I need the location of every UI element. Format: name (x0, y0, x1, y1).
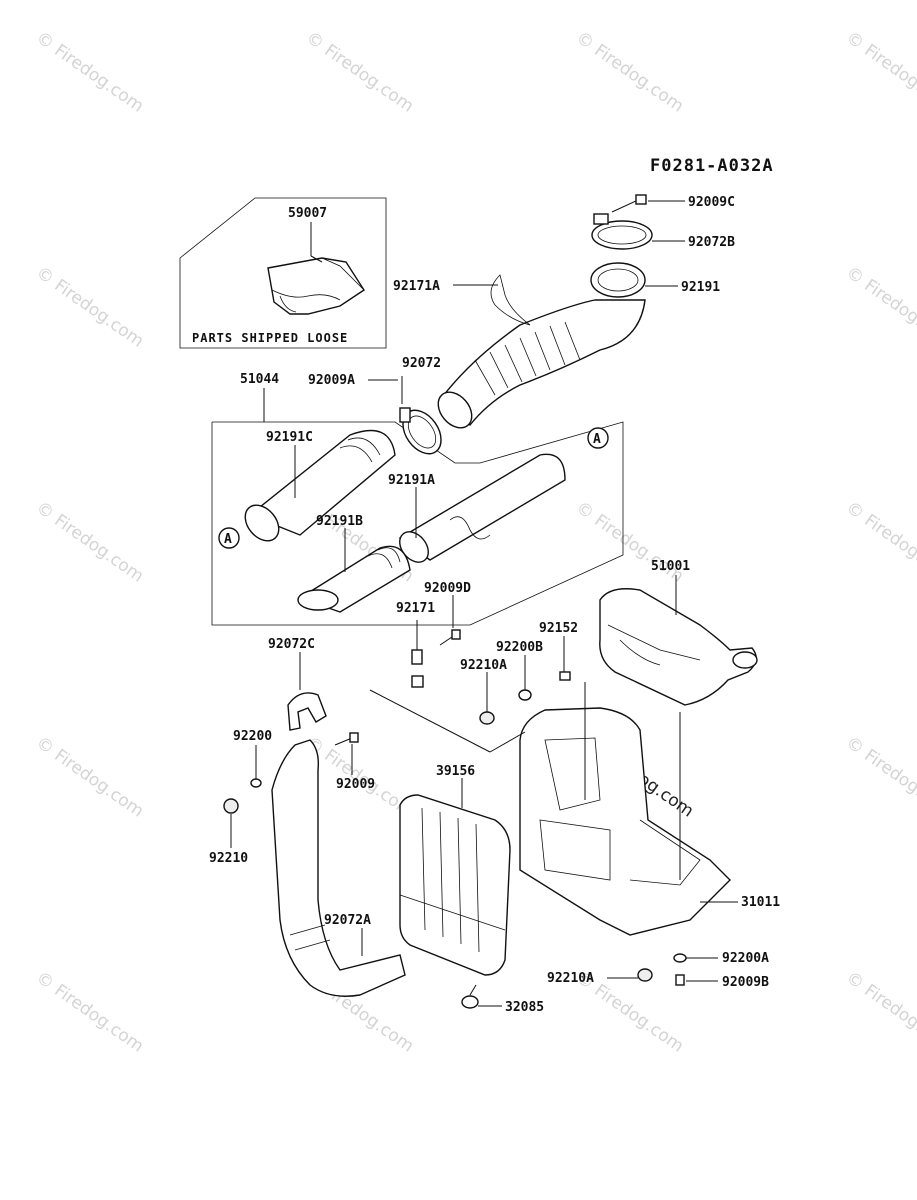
diagram-code: F0281-A032A (650, 156, 774, 176)
fuel-tank-icon (599, 588, 758, 706)
label-92171a: 92171A (393, 279, 440, 294)
nut-92210a-icon (479, 711, 495, 725)
watermark: © Firedog.com (302, 28, 417, 117)
watermark: © Firedog.com (842, 968, 917, 1057)
pipe-92191a-icon (398, 453, 566, 563)
label-92171: 92171 (396, 601, 435, 616)
watermark: © Firedog.com (32, 263, 147, 352)
label-92009b: 92009B (722, 975, 769, 990)
safety-glasses-icon (267, 257, 365, 315)
back-pad-icon (399, 794, 511, 976)
bolt-92009d-icon (439, 629, 461, 646)
label-92191: 92191 (681, 280, 720, 295)
label-92152: 92152 (539, 621, 578, 636)
label-92009c: 92009C (688, 195, 735, 210)
watermark: © Firedog.com (32, 498, 147, 587)
strap-bracket-icon (287, 692, 327, 731)
nut-92210a-bottom-icon (637, 968, 653, 982)
rivet-32085-icon (461, 984, 479, 1009)
label-92200a: 92200A (722, 951, 769, 966)
flex-hose-icon (437, 262, 646, 429)
label-92191a: 92191A (388, 473, 435, 488)
label-39156: 39156 (436, 764, 475, 779)
washer-92200-icon (250, 778, 262, 788)
label-92072a: 92072A (324, 913, 371, 928)
bolt-92152-icon (559, 671, 571, 681)
back-frame-icon (519, 707, 731, 936)
label-92009: 92009 (336, 777, 375, 792)
label-92072: 92072 (402, 356, 441, 371)
clip-92171-icon (411, 649, 423, 665)
hose-clamp-top-icon (591, 194, 653, 250)
hose-clamp-icon (399, 407, 442, 455)
watermark: © Firedog.com (842, 28, 917, 117)
label-92210a-bottom: 92210A (547, 971, 594, 986)
pipe-92191b-icon (297, 545, 411, 613)
washer-92200b-icon (518, 689, 532, 701)
label-92009a: 92009A (308, 373, 355, 388)
ref-marker-a-right: A (587, 427, 609, 449)
label-92191c: 92191C (266, 430, 313, 445)
nut-92210-icon (223, 798, 239, 814)
label-92072b: 92072B (688, 235, 735, 250)
ref-marker-a-left: A (218, 527, 240, 549)
svg-text:A: A (224, 532, 232, 547)
shoulder-strap-icon (271, 739, 406, 997)
label-92200b: 92200B (496, 640, 543, 655)
label-51001: 51001 (651, 559, 690, 574)
watermark: © Firedog.com (32, 733, 147, 822)
label-92200: 92200 (233, 729, 272, 744)
watermark: © Firedog.com (842, 263, 917, 352)
wire-clip-icon (490, 274, 531, 326)
part-labels: 59007 92009C 92072B 92171A 92191 92072 5… (209, 195, 780, 1015)
watermark: © Firedog.com (32, 28, 147, 117)
watermark: © Firedog.com (842, 733, 917, 822)
label-92072c: 92072C (268, 637, 315, 652)
bolt-92009-icon (334, 732, 359, 746)
svg-text:A: A (593, 432, 601, 447)
label-92009d: 92009D (424, 581, 471, 596)
watermark: © Firedog.com (572, 28, 687, 117)
watermark: © Firedog.com (32, 968, 147, 1057)
label-92210a-top: 92210A (460, 658, 507, 673)
washer-92200a-icon (673, 953, 687, 963)
loose-parts-box: PARTS SHIPPED LOOSE (179, 197, 387, 349)
label-32085: 32085 (505, 1000, 544, 1015)
watermark: © Firedog.com (842, 498, 917, 587)
label-51044: 51044 (240, 372, 279, 387)
label-92210: 92210 (209, 851, 248, 866)
nut-92171-icon (411, 675, 424, 688)
label-59007: 59007 (288, 206, 327, 221)
pipe-92191c-icon (244, 429, 396, 542)
loose-box-caption: PARTS SHIPPED LOOSE (192, 331, 348, 345)
label-31011: 31011 (741, 895, 780, 910)
label-92191b: 92191B (316, 514, 363, 529)
bolt-92009b-icon (675, 974, 685, 986)
